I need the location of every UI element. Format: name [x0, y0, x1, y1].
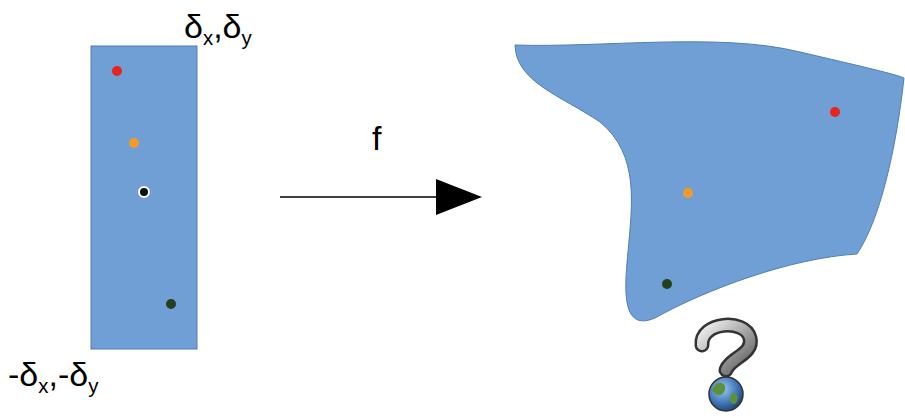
domain-rectangle: [91, 46, 197, 349]
orange-point: [683, 188, 693, 198]
green-point: [166, 299, 176, 309]
image-region: [515, 42, 904, 321]
black-point: [139, 187, 149, 197]
orange-point: [129, 138, 139, 148]
question-icon: [702, 325, 751, 411]
green-point: [662, 279, 672, 289]
red-point: [112, 66, 122, 76]
arrow-head: [436, 179, 482, 215]
function-label: f: [372, 120, 381, 157]
corner-label: -δx,-δy: [8, 356, 98, 398]
arrow-shaft: [280, 196, 440, 198]
red-point: [830, 107, 840, 117]
corner-label: δx,δy: [184, 8, 252, 50]
